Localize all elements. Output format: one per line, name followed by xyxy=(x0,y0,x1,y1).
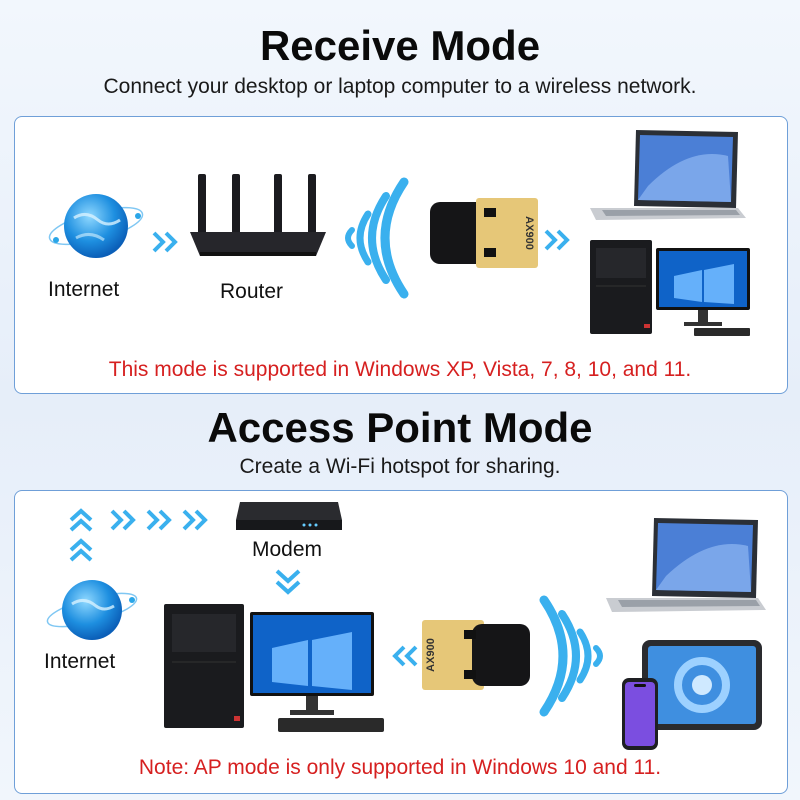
desktop-tower-icon xyxy=(590,240,652,334)
tablet-icon xyxy=(642,640,762,730)
modem-icon xyxy=(236,502,342,530)
monitor-icon xyxy=(656,248,750,336)
chevron-up-icon xyxy=(69,508,93,562)
internet-label: Internet xyxy=(44,650,116,673)
desktop-tower-icon xyxy=(164,604,244,728)
receive-mode-subtitle: Connect your desktop or laptop computer … xyxy=(103,75,697,98)
chevron-right-icon xyxy=(544,229,570,251)
internet-globe-icon xyxy=(48,194,144,258)
chevron-left-icon xyxy=(392,645,418,667)
adapter-model-text: AX900 xyxy=(523,216,535,250)
internet-globe-icon xyxy=(46,580,138,640)
ap-mode-title: Access Point Mode xyxy=(207,404,593,451)
monitor-icon xyxy=(250,612,384,732)
ap-mode-support-note: Note: AP mode is only supported in Windo… xyxy=(138,756,662,779)
chevron-right-icon xyxy=(152,231,178,253)
chevron-right-icon xyxy=(110,509,208,531)
modem-label: Modem xyxy=(252,538,323,561)
usb-wifi-adapter-icon: AX900 xyxy=(422,620,530,690)
chevron-down-icon xyxy=(275,569,301,595)
internet-label: Internet xyxy=(48,278,120,301)
router-icon xyxy=(190,174,326,256)
wifi-waves-icon xyxy=(345,177,409,299)
wifi-waves-icon xyxy=(539,595,603,717)
ap-mode-subtitle: Create a Wi-Fi hotspot for sharing. xyxy=(239,455,561,478)
adapter-model-text: AX900 xyxy=(425,638,437,672)
router-label: Router xyxy=(220,280,284,303)
usb-wifi-adapter-icon: AX900 xyxy=(430,198,538,268)
receive-mode-title: Receive Mode xyxy=(259,22,541,69)
laptop-icon xyxy=(606,518,766,612)
laptop-icon xyxy=(590,130,746,220)
receive-mode-support-note: This mode is supported in Windows XP, Vi… xyxy=(108,358,692,381)
smartphone-icon xyxy=(622,678,658,750)
